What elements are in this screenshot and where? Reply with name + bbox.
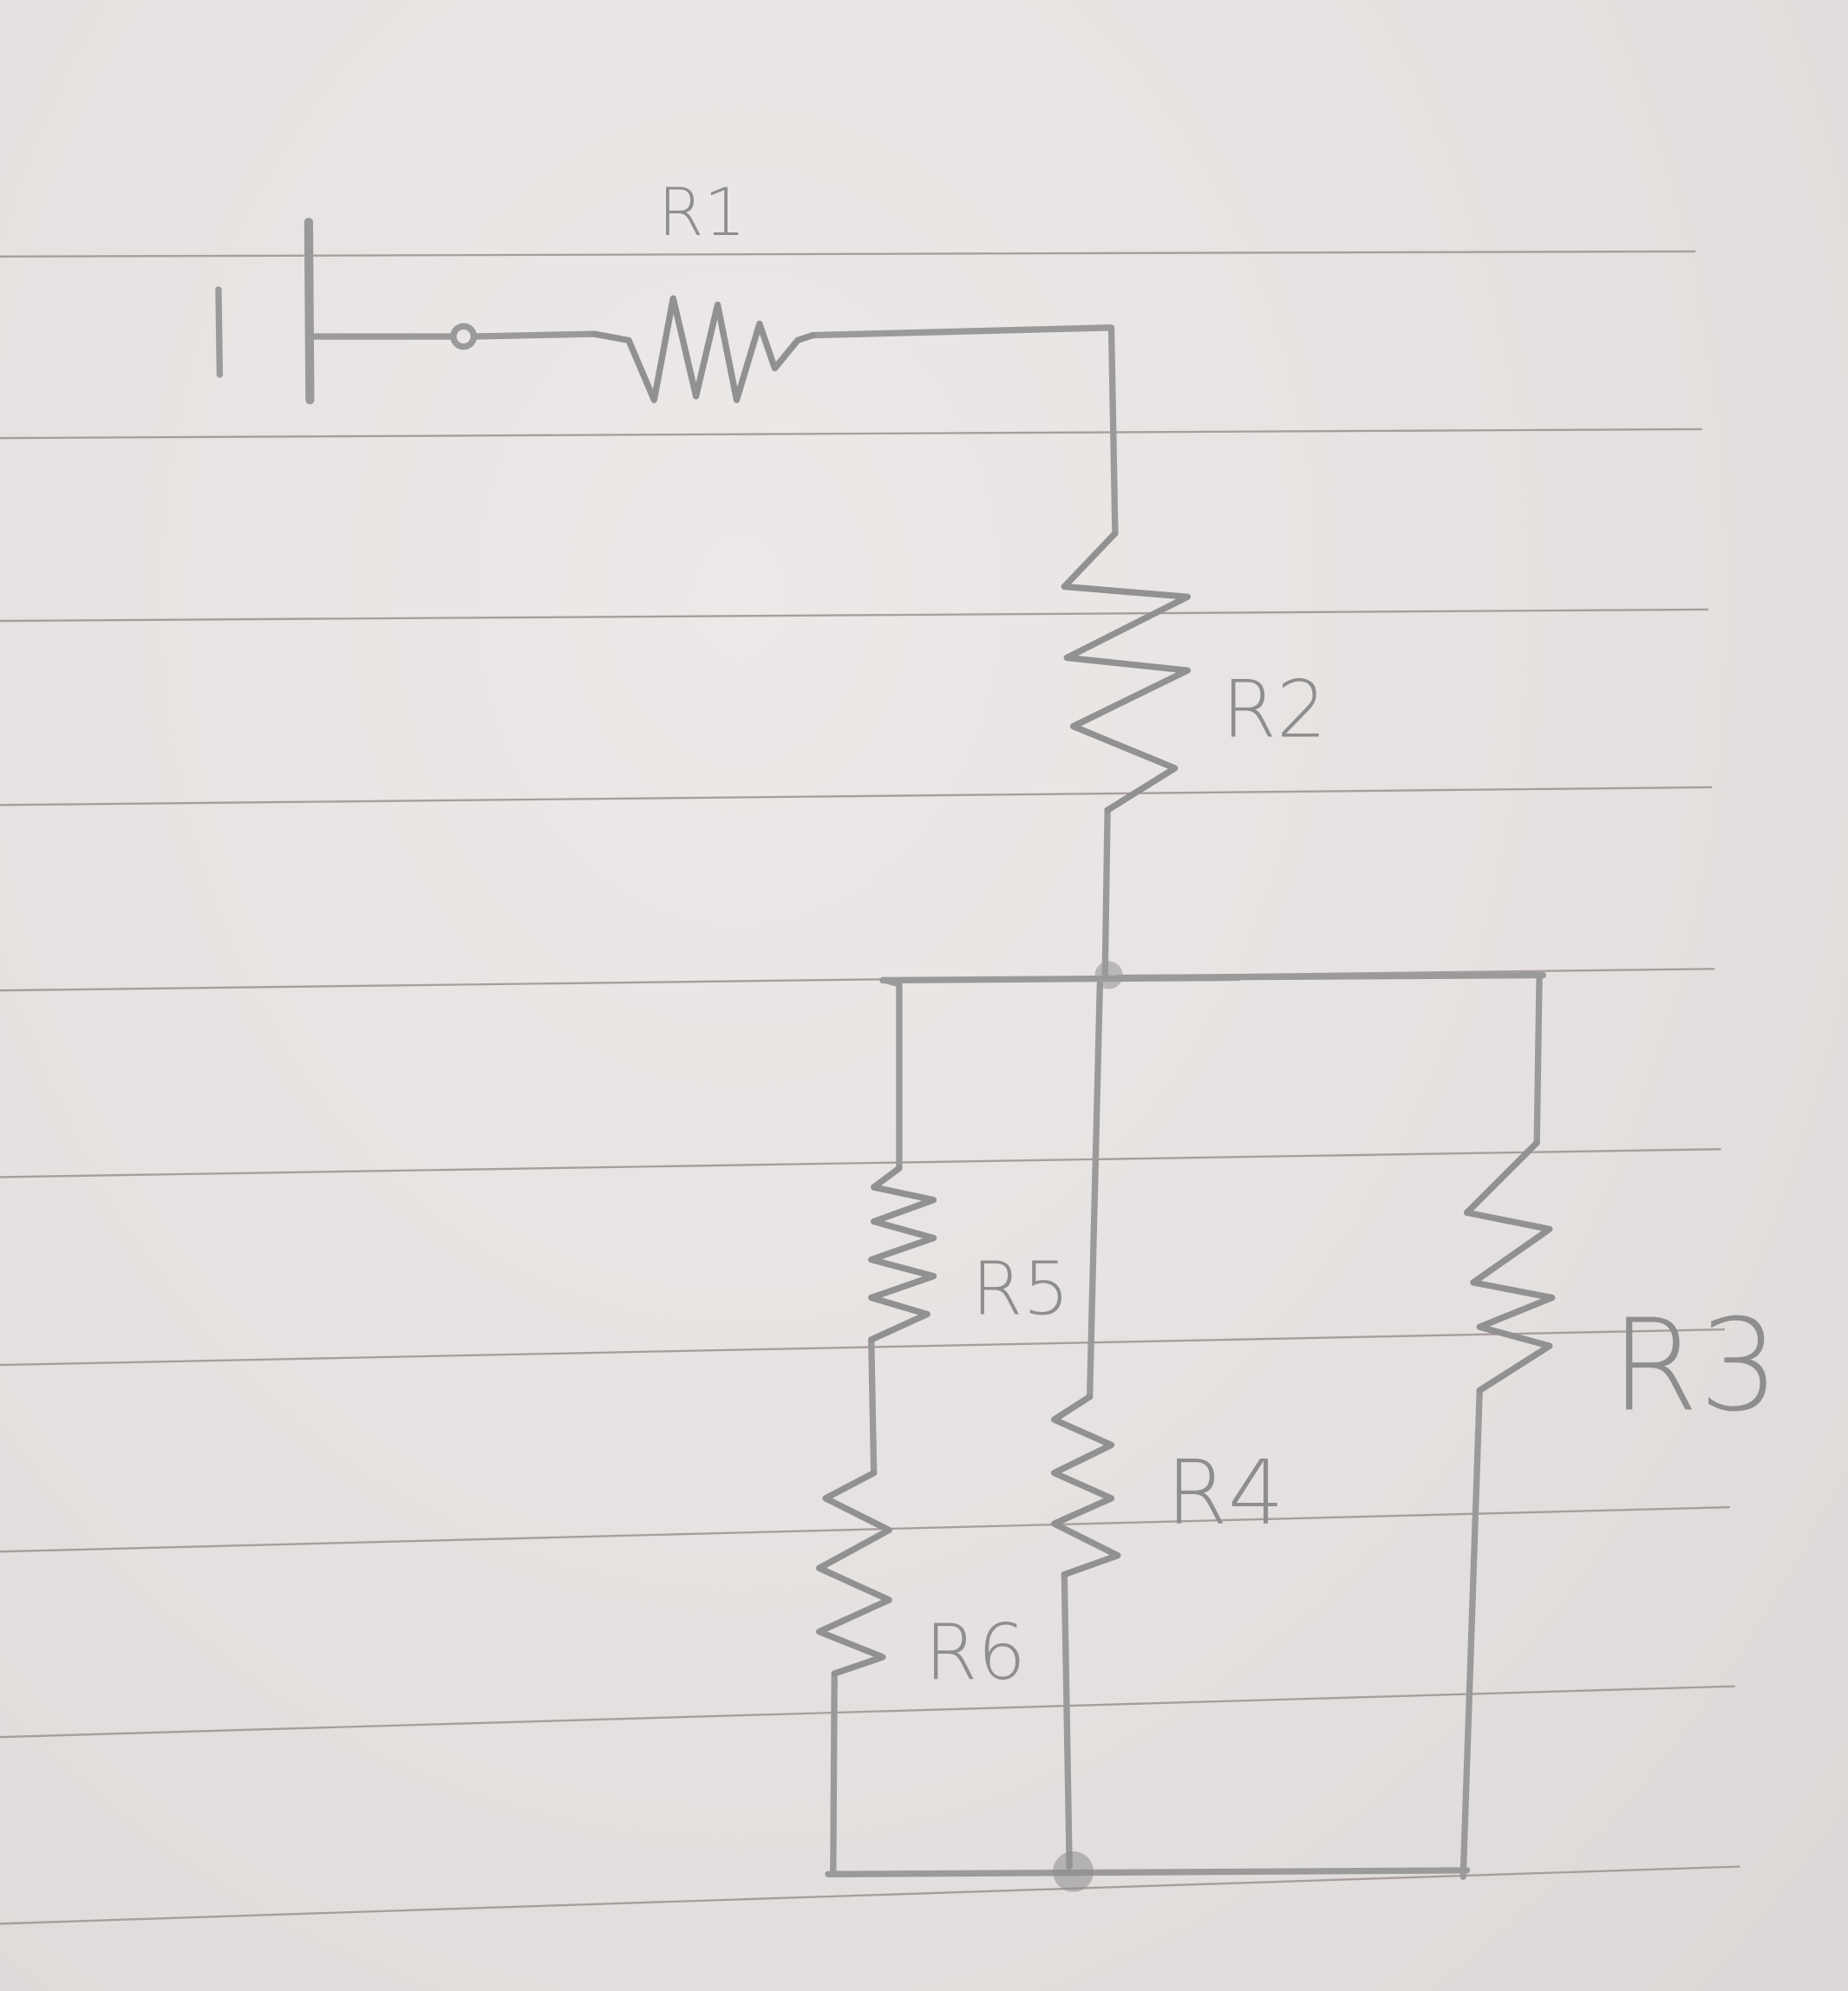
ruled-line <box>0 1865 1740 1925</box>
label-r2: R2 <box>1222 664 1327 755</box>
ruled-line <box>0 1328 1725 1367</box>
wire <box>809 324 1119 537</box>
wire <box>470 330 598 340</box>
ruled-line <box>0 1505 1730 1553</box>
wire <box>1459 1387 1483 1880</box>
label-r4: R4 <box>1166 1442 1284 1545</box>
wire <box>868 1336 878 1477</box>
wire <box>882 976 903 1172</box>
label-r5: R5 <box>971 1247 1069 1333</box>
junction-node-top <box>1094 961 1123 989</box>
junction-node-bottom <box>1053 1851 1094 1892</box>
wire <box>1101 806 1111 979</box>
ruled-line <box>0 608 1708 623</box>
resistor-labels: R1 R2 R5 R3 R4 R6 <box>658 173 1779 1697</box>
wire <box>830 1670 838 1877</box>
ruled-line <box>0 428 1702 440</box>
wire <box>1533 971 1543 1146</box>
resistor-r2 <box>1061 530 1192 813</box>
ruled-line <box>0 968 1715 992</box>
top-bus-wire <box>879 971 1547 984</box>
circuit-wires <box>306 323 1547 1892</box>
resistor-r4 <box>1050 1394 1121 1578</box>
ruled-line <box>0 250 1696 258</box>
battery-symbol <box>215 218 315 405</box>
label-r1: R1 <box>658 173 746 251</box>
label-r6: R6 <box>924 1608 1026 1697</box>
ruled-lines <box>0 250 1740 1925</box>
ruled-line <box>0 786 1713 806</box>
ruled-line <box>0 1148 1721 1178</box>
resistors <box>591 295 1556 1677</box>
resistor-r1 <box>591 295 817 403</box>
resistor-r6 <box>816 1469 892 1677</box>
wire <box>1061 1571 1073 1870</box>
label-r3: R3 <box>1610 1291 1779 1439</box>
battery-positive-plate <box>304 218 315 405</box>
wire <box>1086 981 1104 1400</box>
resistor-r3 <box>1463 1139 1556 1394</box>
bottom-bus-wire <box>825 1867 1471 1877</box>
ruled-line <box>0 1685 1735 1739</box>
resistor-r5 <box>868 1165 937 1343</box>
